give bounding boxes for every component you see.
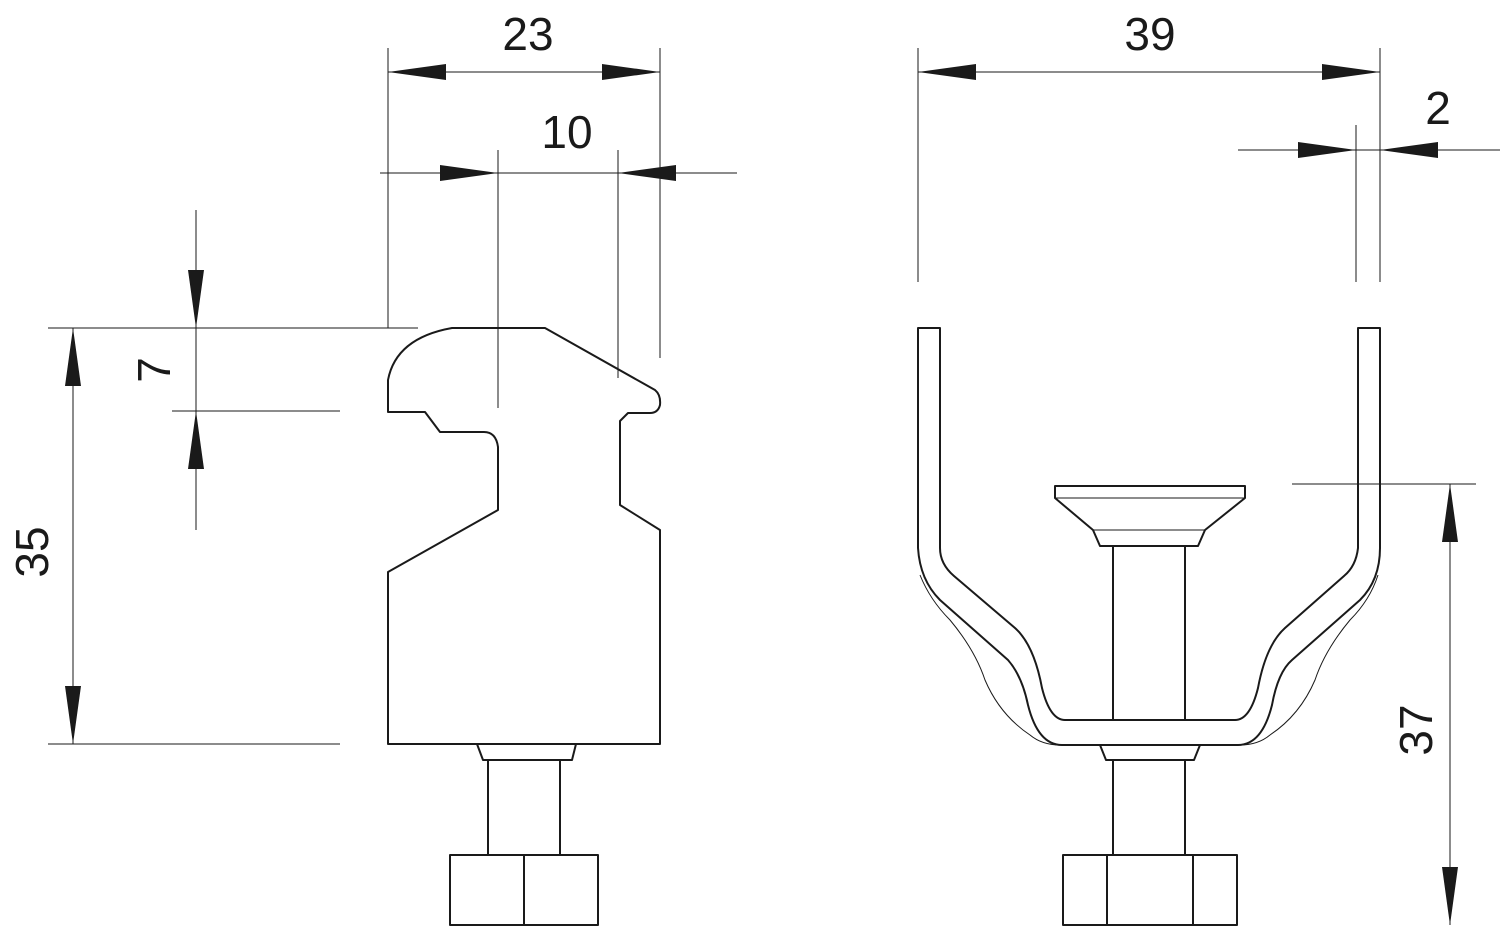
arrow-icon: [918, 64, 976, 80]
arrow-icon: [1322, 64, 1380, 80]
dimension-label: 7: [128, 357, 180, 383]
arrow-icon: [1380, 142, 1438, 158]
arrow-icon: [440, 165, 498, 181]
bolt-head-front: [1062, 854, 1238, 926]
dimension-7: 7: [48, 210, 418, 530]
arrow-icon: [65, 328, 81, 386]
dimension-label: 37: [1390, 704, 1442, 755]
dimension-35: 35: [6, 328, 340, 745]
front-view: 39 2 37: [917, 8, 1500, 926]
arrow-icon: [602, 64, 660, 80]
bolt-collar-front: [1099, 744, 1201, 761]
dimension-label: 10: [541, 106, 592, 158]
bracket-edge-left: [919, 574, 1061, 746]
dimension-10: 10: [380, 106, 737, 408]
side-view: 23 10 7 35: [6, 8, 737, 926]
arrow-icon: [1442, 867, 1458, 925]
clamp-body-side: [387, 327, 662, 745]
arrow-icon: [188, 270, 204, 328]
u-bracket: [917, 327, 1381, 746]
dimension-37: 37: [1292, 483, 1476, 925]
dimension-39: 39: [917, 8, 1381, 282]
dimension-23: 23: [387, 8, 661, 358]
bolt-collar-side: [476, 743, 577, 761]
bolt-shaft-lower: [1112, 759, 1186, 856]
arrow-icon: [618, 165, 676, 181]
dimension-label: 35: [6, 526, 58, 577]
dimension-label: 23: [502, 8, 553, 60]
arrow-icon: [1298, 142, 1356, 158]
pressure-plate: [1054, 485, 1246, 547]
arrow-icon: [65, 686, 81, 744]
bolt-shaft-side: [487, 759, 561, 856]
dimension-label: 39: [1124, 8, 1175, 60]
dimension-2: 2: [1238, 82, 1500, 282]
arrow-icon: [388, 64, 446, 80]
bracket-edge-right: [1239, 574, 1379, 746]
dimension-label: 2: [1425, 82, 1451, 134]
arrow-icon: [1442, 484, 1458, 542]
arrow-icon: [188, 411, 204, 469]
